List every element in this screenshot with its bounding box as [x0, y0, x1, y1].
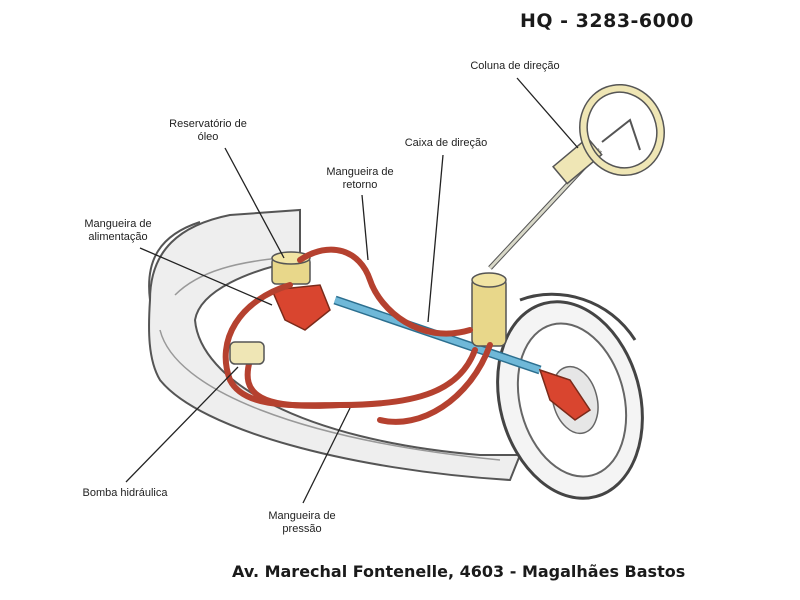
label-hydraulic-pump: Bomba hidráulica	[82, 487, 168, 499]
label-steering-column: Coluna de direção	[470, 60, 560, 72]
leader-lines	[125, 77, 579, 504]
label-feed-hose: Mangueira de alimentação	[68, 218, 168, 244]
hoses	[222, 246, 493, 425]
valve-components	[270, 284, 592, 421]
label-feed-hose-line2: alimentação	[88, 231, 148, 243]
label-pressure-hose-line2: pressão	[282, 523, 322, 535]
address-footer: Av. Marechal Fontenelle, 4603 - Magalhãe…	[232, 562, 686, 581]
label-feed-hose-line1: Mangueira de	[84, 218, 152, 230]
car-body	[148, 208, 522, 482]
label-steering-box: Caixa de direção	[404, 137, 488, 149]
steering-box-illustration	[471, 272, 507, 347]
label-oil-reservoir-line2: óleo	[197, 131, 219, 143]
label-pressure-hose: Mangueira de pressão	[252, 510, 352, 536]
steering-column-illustration	[488, 83, 665, 270]
hydraulic-pump-illustration	[229, 341, 265, 365]
label-return-hose: Mangueira de retorno	[310, 166, 410, 192]
label-return-hose-line2: retorno	[342, 179, 378, 191]
label-return-hose-line1: Mangueira de	[326, 166, 394, 178]
label-oil-reservoir-line1: Reservatório de	[169, 118, 247, 130]
phone-number: HQ - 3283-6000	[520, 10, 694, 32]
label-oil-reservoir: Reservatório de óleo	[158, 118, 258, 144]
label-pressure-hose-line1: Mangueira de	[268, 510, 336, 522]
